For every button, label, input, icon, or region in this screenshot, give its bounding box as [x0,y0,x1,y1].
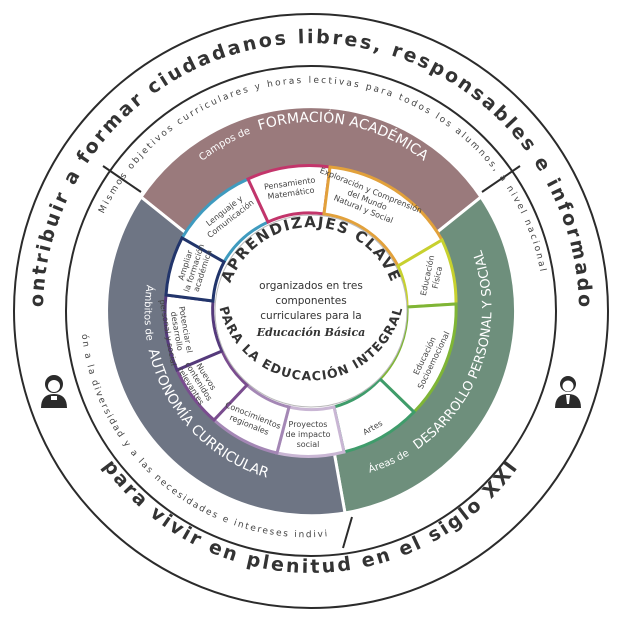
center-line-1: organizados en tres [259,280,363,292]
center-line-3: curriculares para la [260,310,361,322]
thin-ring-divider-bottom [342,516,353,549]
student-girl-icon [41,375,67,408]
thin-ring-divider-left [102,165,142,193]
center-line-2: componentes [275,295,346,307]
center-circle [214,214,408,408]
item-ampliar-box [164,235,227,303]
center-emphasis: Educación Básica [256,326,366,339]
student-boy-icon [555,376,581,408]
thin-ring-divider-right [481,165,521,193]
